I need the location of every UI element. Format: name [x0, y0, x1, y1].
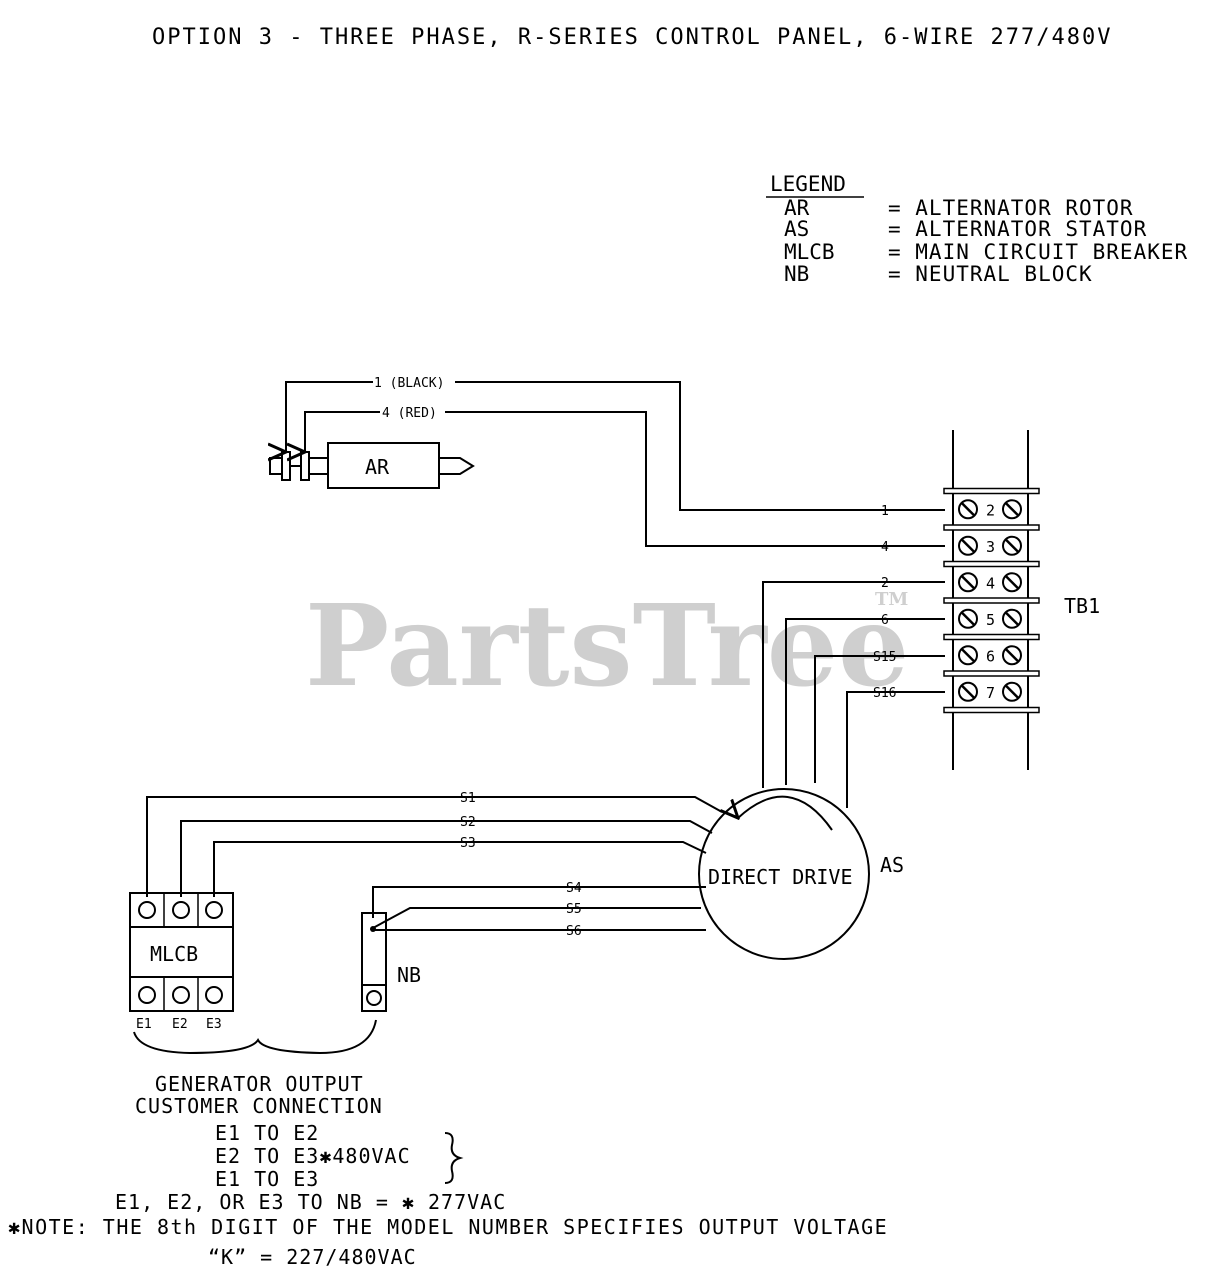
- terminal-separator: [943, 524, 1040, 531]
- legend-desc: = MAIN CIRCUIT BREAKER: [888, 240, 1188, 264]
- output-subtitle: CUSTOMER CONNECTION: [135, 1094, 383, 1118]
- stator-label: AS: [880, 853, 904, 877]
- wire-label: S2: [460, 815, 476, 830]
- terminal-number: 4: [986, 574, 995, 592]
- mlcb-terminal-label: E1: [136, 1017, 152, 1032]
- wire-label: 4: [881, 540, 889, 555]
- wire-label: S5: [566, 902, 582, 917]
- wire-label: 1 (BLACK): [374, 376, 444, 391]
- mlcb-terminal-label: E3: [206, 1017, 222, 1032]
- wire-label: 4 (RED): [382, 406, 437, 421]
- output-title: GENERATOR OUTPUT: [155, 1072, 364, 1096]
- legend-desc: = ALTERNATOR STATOR: [888, 217, 1147, 241]
- rotor-label: AR: [365, 455, 390, 479]
- alternator-rotor: AR: [269, 442, 475, 489]
- output-k-line: “K” = 227/480VAC: [208, 1245, 417, 1269]
- terminal-separator: [943, 597, 1040, 604]
- mlcb-label: MLCB: [150, 942, 198, 966]
- page-title: OPTION 3 - THREE PHASE, R-SERIES CONTROL…: [152, 25, 1112, 50]
- output-pair: E1 TO E3: [215, 1167, 319, 1191]
- wire-label: S15: [873, 650, 896, 665]
- legend-heading: LEGEND: [770, 172, 846, 196]
- watermark-tm: TM: [875, 589, 908, 610]
- terminal-separator: [943, 706, 1040, 714]
- legend-desc: = ALTERNATOR ROTOR: [888, 196, 1134, 220]
- legend-code: NB: [784, 262, 809, 286]
- terminal-separator: [943, 560, 1040, 568]
- screw-slot: [1005, 611, 1019, 626]
- watermark: PartsTree: [305, 581, 909, 712]
- stator-center-text: DIRECT DRIVE: [708, 865, 853, 889]
- terminal-number: 3: [986, 538, 995, 556]
- wire-label: 6: [881, 613, 889, 628]
- legend-code: AS: [784, 217, 809, 241]
- output-note: ✱NOTE: THE 8th DIGIT OF THE MODEL NUMBER…: [8, 1215, 888, 1239]
- legend-desc: = NEUTRAL BLOCK: [888, 262, 1093, 286]
- wire-label: S16: [873, 686, 896, 701]
- mlcb-terminal-label: E2: [172, 1017, 188, 1032]
- output-pair: E2 TO E3✱480VAC: [215, 1144, 411, 1168]
- screw-slot: [961, 502, 975, 517]
- terminal-separator: [943, 670, 1040, 677]
- legend: LEGEND AR = ALTERNATOR ROTOR AS = ALTERN…: [766, 172, 1188, 286]
- terminal-separator: [943, 487, 1040, 495]
- screw-slot: [1005, 684, 1019, 699]
- screw-slot: [961, 575, 975, 590]
- screw-slot: [1005, 502, 1019, 517]
- alternator-stator: DIRECT DRIVE AS: [698, 788, 904, 960]
- wire-label: S1: [460, 791, 476, 806]
- wire-label: S6: [566, 924, 582, 939]
- wire-label: 2: [881, 576, 889, 591]
- nb-label: NB: [397, 963, 421, 987]
- wire-label: S4: [566, 881, 582, 896]
- screw-slot: [961, 611, 975, 626]
- voltage-brace: [444, 1132, 464, 1184]
- screw-slot: [961, 684, 975, 699]
- wire-label: 1: [881, 504, 889, 519]
- output-pair: E1 TO E2: [215, 1121, 319, 1145]
- terminal-number: 7: [986, 684, 995, 702]
- terminal-number: 5: [986, 611, 995, 629]
- tb1-label: TB1: [1064, 594, 1100, 618]
- output-neutral: E1, E2, OR E3 TO NB = ✱ 277VAC: [115, 1190, 506, 1214]
- terminal-number: 6: [986, 647, 995, 665]
- output-notes: GENERATOR OUTPUT CUSTOMER CONNECTION E1 …: [8, 1072, 888, 1269]
- legend-code: MLCB: [784, 240, 835, 264]
- screw-slot: [1005, 648, 1019, 663]
- terminal-number: 2: [986, 501, 995, 519]
- screw-slot: [1005, 538, 1019, 553]
- screw-slot: [1005, 575, 1019, 590]
- main-circuit-breaker: MLCB E1 E2 E3: [129, 892, 234, 1032]
- neutral-block: NB: [361, 912, 421, 1012]
- wire-label: S3: [460, 836, 476, 851]
- screw-slot: [961, 538, 975, 553]
- screw-slot: [961, 648, 975, 663]
- terminal-separator: [943, 633, 1040, 641]
- grouping-brace: [133, 1019, 377, 1055]
- terminal-block-tb1: 2 3 4 5 6 7 TB1: [943, 430, 1100, 770]
- legend-code: AR: [784, 196, 810, 220]
